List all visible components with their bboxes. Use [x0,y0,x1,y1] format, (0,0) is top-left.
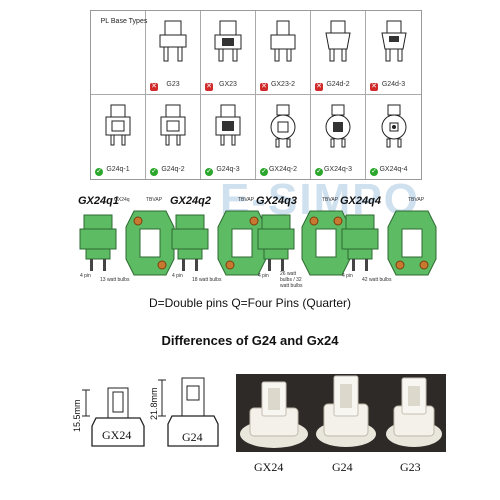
base-label: G24q-2 [161,166,185,173]
gx-socket-side-icon [257,214,295,271]
pin-legend: D=Double pins Q=Four Pins (Quarter) [148,296,352,310]
gx24q4-block: GX24q4 TBVAP 4 pin 42 watt bulbs [340,195,445,290]
g24-outline-label: G24 [182,430,203,444]
grid-header-label: PL Base Types [100,18,148,25]
base-g24d-2-icon [325,20,351,62]
base-label: G24q-3 [216,166,240,173]
grid-cell-g24q-3: G24q-3 ✓ [201,95,256,179]
gx-socket-top-icon [387,210,437,276]
gx-code-label: GX24q [114,197,130,203]
base-label: GX23-2 [270,81,296,88]
base-label: GX24q-4 [379,166,408,173]
gx-socket-top-icon [301,210,351,276]
gx-pins-label: 4 pin [258,273,269,279]
gx-bulbs-label: 13 watt bulbs [100,277,130,283]
gx-type-name: GX24q2 [170,195,211,207]
grid-cell-g24d-2: G24d-2 ✕ [311,11,366,95]
gx-pins-label: 4 pin [80,273,91,279]
gx-view-label: TBVAP [238,197,255,203]
base-label: G24q-1 [106,166,130,173]
supported-check-icon: ✓ [260,168,268,176]
gx24q3-block: GX24q3 TBVAP 4 pin 26 watt bulbs / 32 wa… [256,195,361,290]
not-supported-icon: ✕ [205,83,213,91]
base-label: GX24q-3 [323,166,353,173]
gx-socket-side-icon [171,214,209,271]
gx-bulbs-label: 26 watt bulbs / 32 watt bulbs [280,271,303,289]
grid-cell-gx24q-3: GX24q-3 ✓ [311,95,366,179]
base-label: G23 [166,81,180,88]
gx24q2-block: GX24q2 TBVAP 4 pin 18 watt bulbs [170,195,275,290]
gx24-outline-label: GX24 [102,428,132,442]
socket-photo [236,374,446,452]
not-supported-icon: ✕ [370,83,378,91]
gx-type-name: GX24q1 [78,195,119,207]
base-gx24q-4-icon [381,104,406,148]
base-label: G24d-2 [326,81,350,88]
base-gx23-2-icon [270,20,296,62]
supported-check-icon: ✓ [370,168,378,176]
gx24-outline-icon [82,387,145,447]
gx-socket-side-icon [79,214,117,271]
supported-check-icon: ✓ [150,168,158,176]
gx-view-label: TBVAP [146,197,163,203]
supported-check-icon: ✓ [205,168,213,176]
base-label: G24d-3 [381,81,406,88]
gx24-height-label: 15.5mm [72,399,82,432]
differences-title: Differences of G24 and Gx24 [161,333,339,348]
gx-type-name: GX24q4 [340,195,381,207]
base-label: GX24q-2 [268,166,298,173]
base-g24q-3-icon [215,104,241,146]
socket-photo-image [236,374,446,452]
grid-cell-gx24q-2: GX24q-2 ✓ [256,95,311,179]
grid-cell-g24q-2: G24q-2 ✓ [146,95,201,179]
gx-socket-side-icon [341,214,379,271]
grid-cell-g24q-1: G24q-1 ✓ [91,95,146,179]
base-g24d-3-icon [380,20,407,62]
not-supported-icon: ✕ [150,83,158,91]
base-gx23-icon [214,20,242,62]
grid-header-cell: PL Base Types [91,11,148,95]
not-supported-icon: ✕ [315,83,323,91]
base-label: GX23 [219,81,237,88]
photo-label-g24: G24 [332,460,353,474]
grid-cell-gx23-2: GX23-2 ✕ [256,11,311,95]
gx-bulbs-label: 42 watt bulbs [362,277,392,283]
grid-cell-gx23: GX23 ✕ [201,11,256,95]
base-gx24q-2-icon [270,104,296,148]
gx-view-label: TBVAP [408,197,425,203]
base-g24q-1-icon [105,104,131,146]
supported-check-icon: ✓ [95,168,103,176]
g24-outline-icon [158,377,219,447]
photo-label-g23: G23 [400,460,421,474]
grid-cell-g24d-3: G24d-3 ✕ [366,11,421,95]
base-gx24q-3-icon [325,104,351,148]
gx-bulbs-label: 18 watt bulbs [192,277,222,283]
gx-socket-top-icon [217,210,267,276]
base-g24q-2-icon [160,104,186,146]
grid-cell-gx24q-4: GX24q-4 ✓ [366,95,421,179]
gx-view-label: TBVAP [322,197,339,203]
base-g23-icon [159,20,187,62]
gx-type-name: GX24q3 [256,195,297,207]
gx-socket-top-icon [125,210,175,276]
photo-label-gx24: GX24 [254,460,284,474]
gx-pins-label: 4 pin [342,273,353,279]
supported-check-icon: ✓ [315,168,323,176]
grid-cell-g23: G23 ✕ [146,11,201,95]
pl-base-types-grid: PL Base Types G23 ✕ GX23 ✕ GX23-2 [90,10,422,180]
gx24q1-block: GX24q1 GX24q TBVAP 4 pin 13 watt bulbs [78,195,183,290]
not-supported-icon: ✕ [260,83,268,91]
gx-pins-label: 4 pin [172,273,183,279]
